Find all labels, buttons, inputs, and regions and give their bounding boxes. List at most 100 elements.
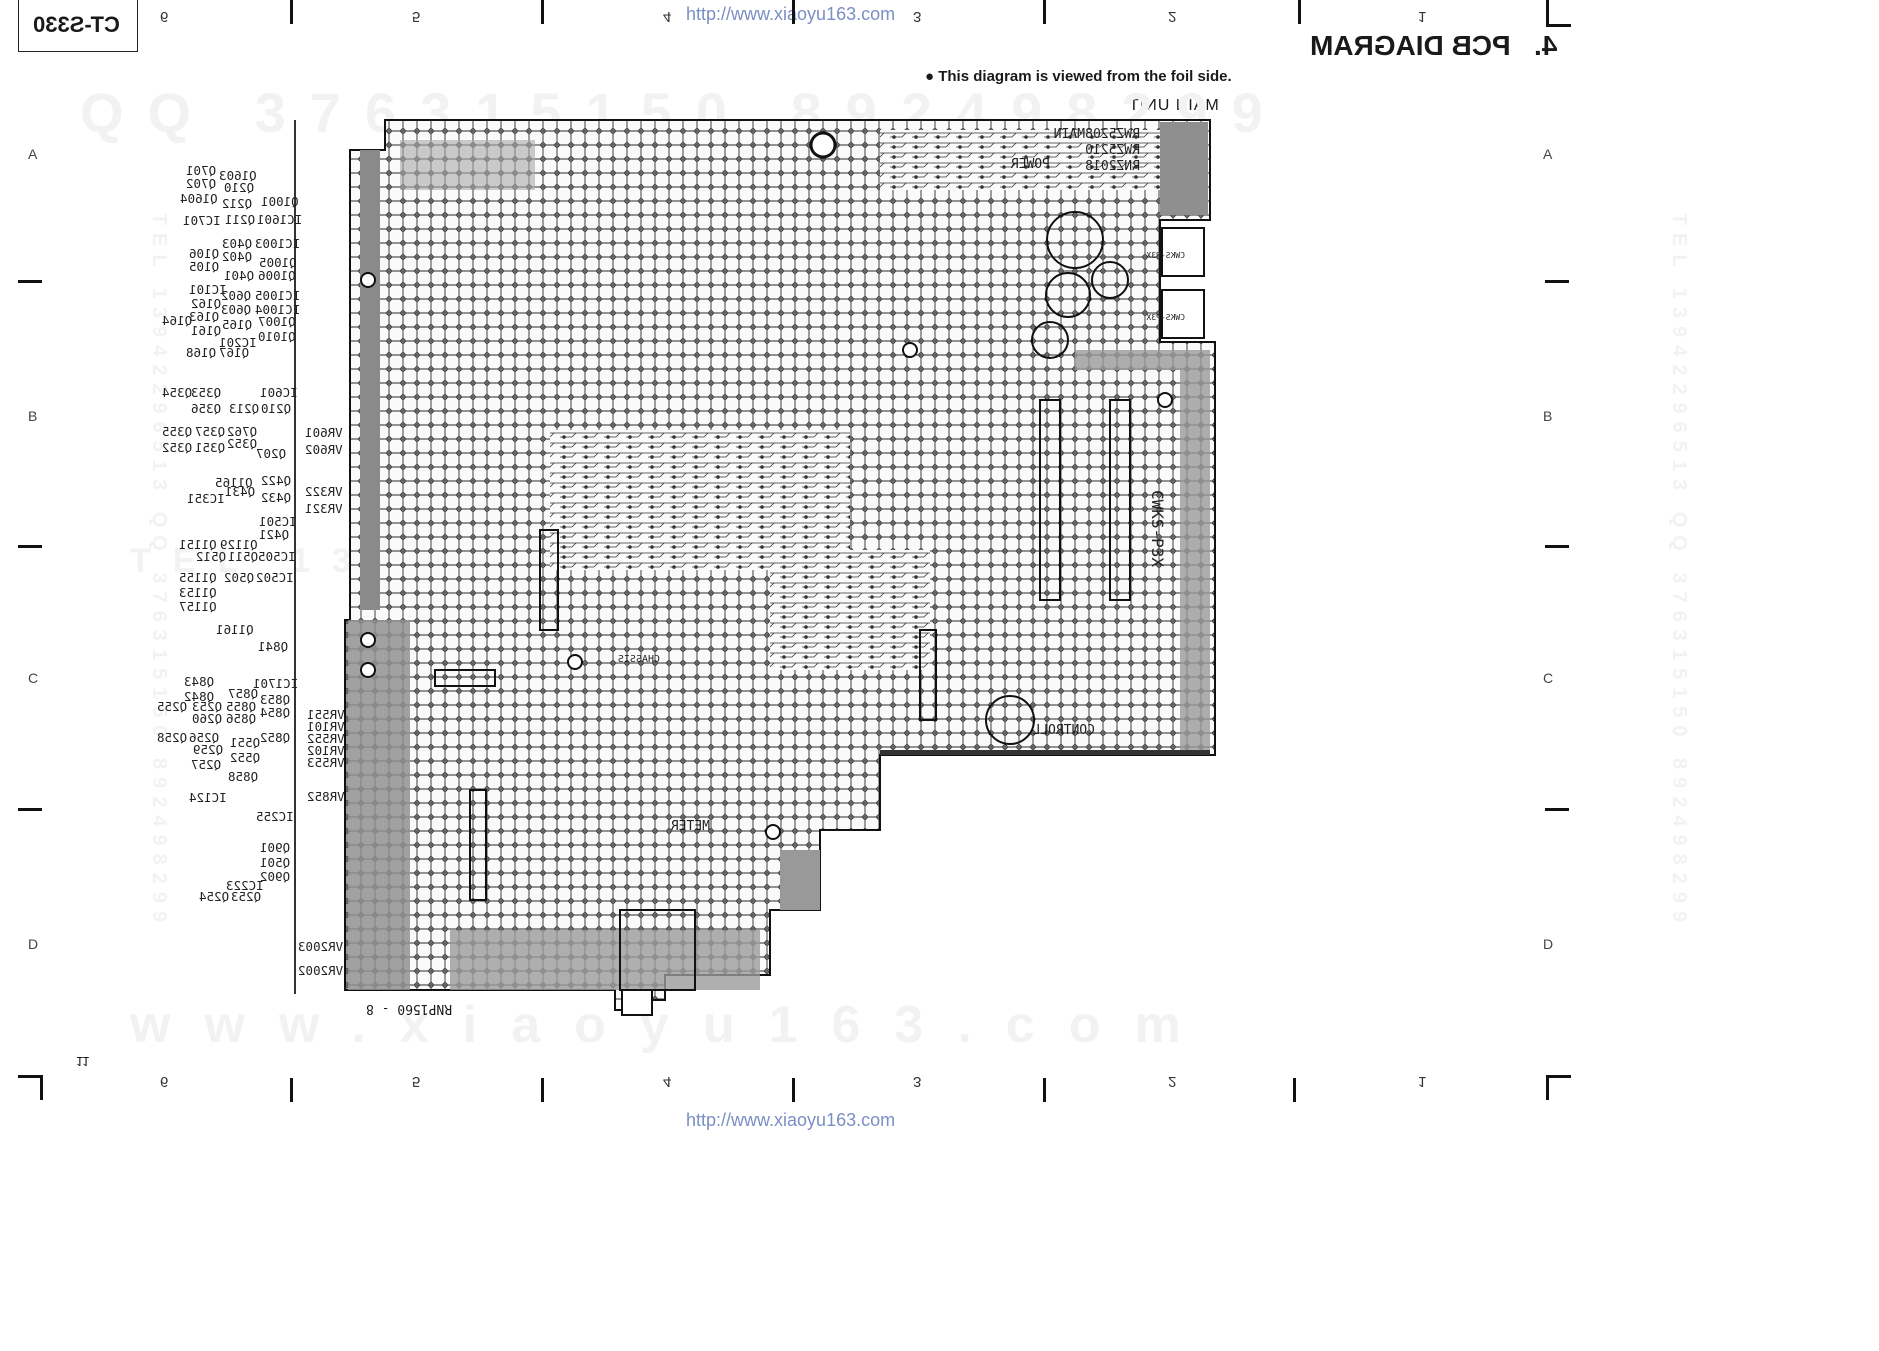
ref-label: Q501: [260, 855, 291, 870]
ref-label: VR852: [307, 789, 345, 804]
ref-label: IC1005: [255, 288, 301, 303]
capacitor: [1046, 211, 1104, 269]
grid-tick: [18, 545, 42, 548]
ref-label: Q355: [162, 424, 193, 439]
ref-label: Q1604: [180, 191, 218, 206]
url-top[interactable]: http://www.xiaoyu163.com: [686, 4, 896, 24]
board-meter-label: METER: [671, 819, 710, 834]
board-main-label: MAIN: [1054, 127, 1085, 142]
ic-footprint: [434, 669, 496, 687]
col-label-6-bottom: 6: [160, 1073, 169, 1090]
grid-tick: [1043, 1078, 1046, 1102]
board-cwks-label-1: CWKS-P3X: [1146, 251, 1185, 260]
ground-plane: [880, 750, 1210, 755]
bus-traces: [880, 130, 1160, 190]
ground-plane: [345, 150, 380, 610]
ref-label: Q207: [256, 446, 287, 461]
row-label-a-right: A: [1543, 146, 1553, 162]
ref-label: Q356: [191, 401, 222, 416]
ref-label: Q357: [195, 424, 226, 439]
grid-tick: [1293, 1078, 1296, 1102]
ic-footprint: [919, 629, 937, 721]
ref-label: Q603: [221, 302, 252, 317]
watermark-right-side: TEL 13942296513 QQ 376315150 892498299: [1668, 212, 1691, 931]
ref-label: Q843: [184, 674, 215, 689]
ref-label: Q551: [230, 735, 261, 750]
pcb-part-number-2: RWZ5210: [1085, 143, 1140, 158]
mount-hole: [360, 272, 376, 288]
col-label-6: 6: [160, 8, 169, 25]
corner-mark: [1546, 0, 1571, 27]
row-label-b-right: B: [1543, 408, 1553, 424]
mount-hole: [1157, 392, 1173, 408]
ref-label: Q164: [162, 313, 193, 328]
ref-label: Q253: [231, 889, 262, 904]
ref-label: Q402: [222, 249, 253, 264]
ref-label: Q512: [196, 549, 227, 564]
capacitor: [1091, 261, 1129, 299]
ref-label: Q354: [162, 385, 193, 400]
ref-label: Q257: [191, 757, 222, 772]
capacitor: [1045, 272, 1091, 318]
board-power-label: POWER: [1011, 157, 1050, 172]
ref-label: IC701: [183, 213, 221, 228]
url-bottom[interactable]: http://www.xiaoyu163.com: [686, 1110, 896, 1130]
grid-tick: [290, 1078, 293, 1102]
board-control-label: CONTROLL: [1032, 723, 1095, 738]
ref-label: Q902: [260, 869, 291, 884]
ref-label: Q431: [225, 484, 256, 499]
mount-hole: [809, 131, 837, 159]
ic-footprint: [1039, 399, 1061, 601]
ic-footprint: [1109, 399, 1131, 601]
ref-label: Q432: [261, 490, 292, 505]
ground-plane: [780, 850, 820, 910]
ref-label: Q1157: [179, 599, 217, 614]
ic-footprint: [469, 789, 487, 901]
capacitor: [1031, 321, 1069, 359]
ref-label: Q260: [192, 711, 223, 726]
bus-traces: [770, 550, 930, 670]
board-chassis-label: CHASSIS: [618, 654, 660, 665]
col-label-3-bottom: 3: [913, 1073, 922, 1090]
ref-label: Q1006: [258, 268, 296, 283]
ref-label: IC255: [256, 809, 294, 824]
ref-label: Q502: [224, 570, 255, 585]
mount-hole: [902, 342, 918, 358]
foil-note: ● This diagram is viewed from the foil s…: [925, 68, 1232, 85]
board-cwks-label-2: CWKS-P3X: [1146, 313, 1185, 322]
ref-label: Q1001: [261, 194, 299, 209]
board-text: RWZ5208 RWZ5210 RNZ2018 MAIN POWER CONTR…: [618, 127, 1185, 834]
ref-label: Q163: [189, 309, 220, 324]
col-label-1: 1: [1418, 8, 1427, 25]
ground-plane: [1160, 122, 1208, 215]
model-tag: CT-S330: [33, 12, 120, 37]
pcb-part-number-3: RNZ2018: [1085, 159, 1140, 174]
ref-label: VR322: [305, 484, 343, 499]
ref-label: Q901: [260, 840, 291, 855]
ref-label: VR321: [305, 501, 343, 516]
ref-label: VR2002: [298, 963, 344, 978]
ref-label: IC1601: [257, 212, 303, 227]
ref-label: Q105: [189, 259, 220, 274]
row-label-a: A: [28, 146, 38, 162]
col-label-5-bottom: 5: [412, 1073, 421, 1090]
pcb-code: RNP1560 - 8: [366, 1001, 453, 1016]
section-title: 4. PCB DIAGRAM: [1310, 30, 1558, 61]
pcb-part-number-1: RWZ5208: [1085, 127, 1140, 142]
col-label-3: 3: [913, 8, 922, 25]
ref-label: IC601: [260, 385, 298, 400]
ref-label: Q213: [229, 401, 260, 416]
ref-label: Q1010: [258, 329, 296, 344]
ref-label: IC505: [258, 549, 296, 564]
col-label-4-bottom: 4: [663, 1073, 672, 1090]
grid-tick: [541, 1078, 544, 1102]
ref-label: Q841: [258, 639, 289, 654]
ref-label: Q258: [157, 730, 188, 745]
grid-tick: [290, 0, 293, 24]
grid-tick: [1298, 0, 1301, 24]
col-label-2-bottom: 2: [1168, 1073, 1177, 1090]
row-label-d-right: D: [1543, 936, 1554, 952]
ref-label: Q401: [224, 268, 255, 283]
board-xsk-label: CWKS-P3X: [1148, 490, 1167, 567]
ref-label: VR553: [307, 755, 345, 770]
